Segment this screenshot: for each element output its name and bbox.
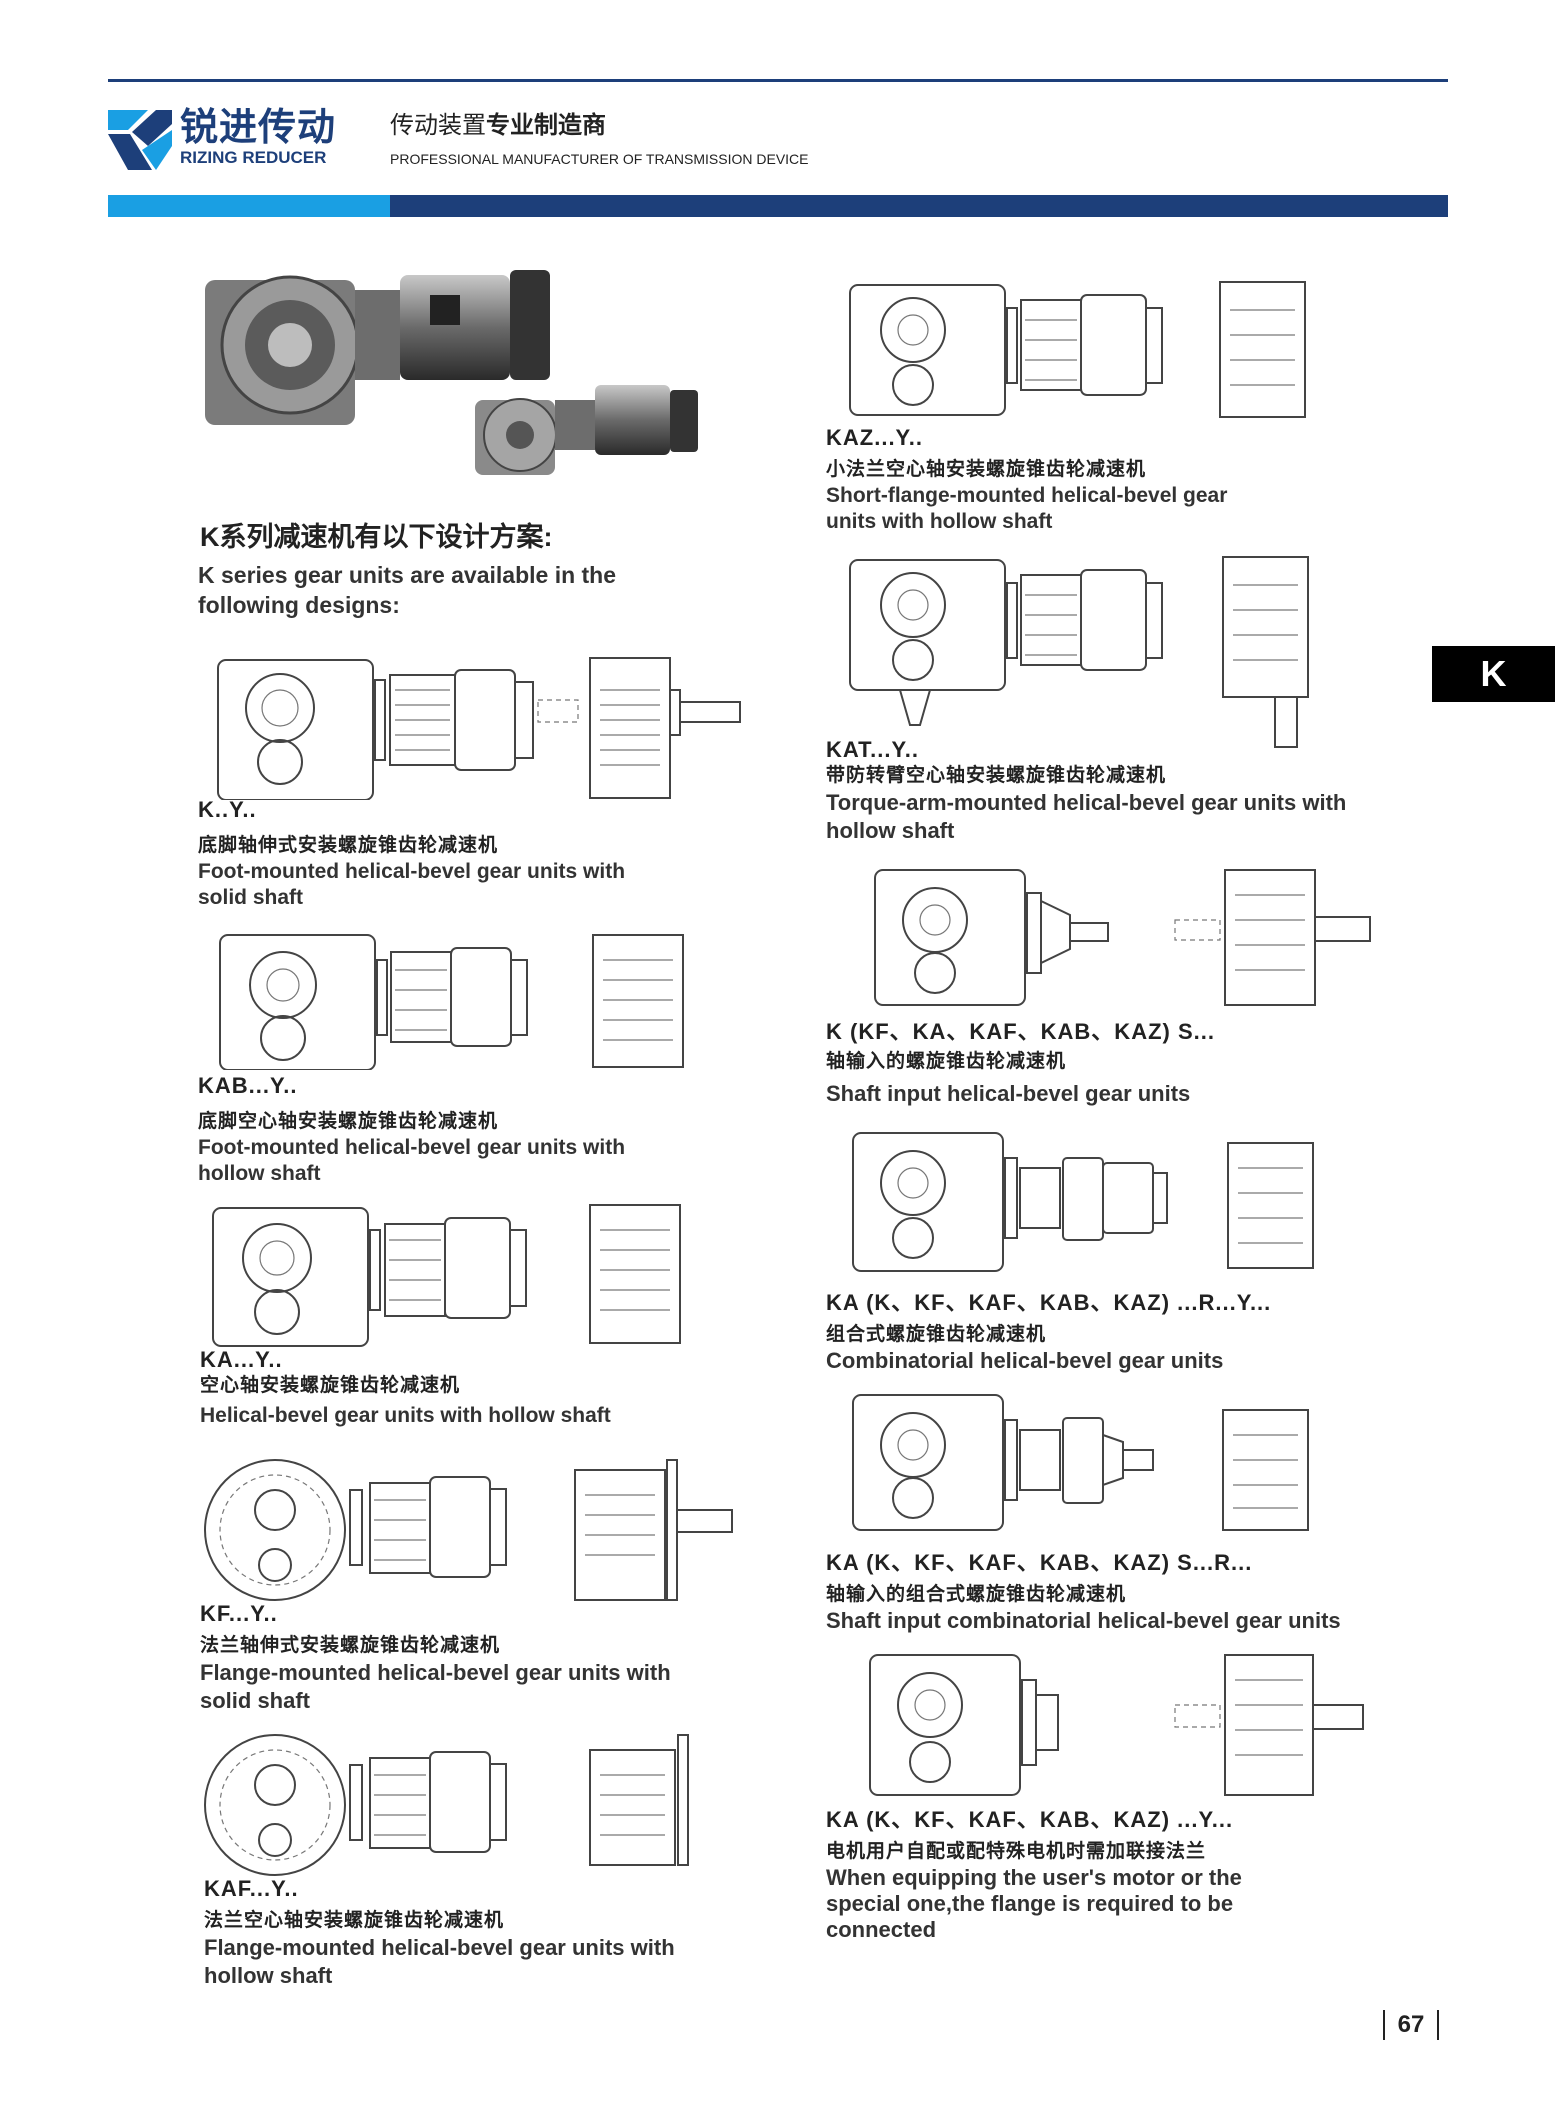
design-en: Flange-mounted helical-bevel gear units … <box>200 1660 671 1713</box>
drawing-kab-y <box>219 934 684 1070</box>
design-ka-r-y: KA (K、KF、KAF、KAB、KAZ) ...R...Y... 组合式螺旋锥… <box>826 1290 1406 1374</box>
design-code: KF...Y.. <box>200 1601 278 1626</box>
design-en: Helical-bevel gear units with hollow sha… <box>200 1404 611 1427</box>
drawing-ka-y <box>212 1204 681 1347</box>
design-code: KA (K、KF、KAF、KAB、KAZ) ...R...Y... <box>826 1290 1272 1315</box>
design-code: KAZ...Y.. <box>826 425 924 450</box>
header-band-dark <box>390 195 1448 217</box>
design-cn: 带防转臂空心轴安装螺旋锥齿轮减速机 <box>826 765 1167 786</box>
design-code: KA...Y.. <box>200 1347 283 1372</box>
drawing-kf-y <box>204 1459 733 1601</box>
drawing-ka-flange <box>869 1654 1364 1796</box>
drawing-kaf-y <box>204 1734 689 1876</box>
rizing-logo-icon <box>108 110 172 170</box>
design-en: Foot-mounted helical-bevel gear units wi… <box>198 1136 626 1185</box>
design-kab-y: KAB...Y.. 底脚空心轴安装螺旋锥齿轮减速机 Foot-mounted h… <box>198 1073 718 1187</box>
slogan-cn: 传动装置专业制造商 <box>390 112 606 139</box>
design-code: KAB...Y.. <box>198 1073 298 1098</box>
drawing-k-y <box>217 657 741 800</box>
page-number: 67 <box>1383 2010 1439 2040</box>
design-ka-y: KA...Y.. 空心轴安装螺旋锥齿轮减速机 Helical-bevel gea… <box>200 1347 720 1429</box>
design-code: K..Y.. <box>198 797 257 822</box>
design-code: KAT...Y.. <box>826 737 919 762</box>
design-cn: 轴输入的螺旋锥齿轮减速机 <box>826 1051 1067 1072</box>
design-en: Shaft input combinatorial helical-bevel … <box>826 1608 1341 1633</box>
design-en: Flange-mounted helical-bevel gear units … <box>204 1935 675 1988</box>
design-k-y: K..Y.. 底脚轴伸式安装螺旋锥齿轮减速机 Foot-mounted heli… <box>198 797 718 911</box>
drawing-ka-r-y <box>852 1132 1314 1272</box>
drawing-ka-s-r <box>852 1394 1309 1531</box>
design-k-s: K (KF、KA、KAF、KAB、KAZ) S... 轴输入的螺旋锥齿轮减速机 … <box>826 1019 1406 1107</box>
design-cn: 空心轴安装螺旋锥齿轮减速机 <box>200 1375 461 1396</box>
design-en: When equipping the user's motor or the s… <box>826 1865 1242 1942</box>
design-code: KAF...Y.. <box>204 1876 299 1901</box>
slogan-en: PROFESSIONAL MANUFACTURER OF TRANSMISSIO… <box>390 151 809 167</box>
product-photo <box>205 270 698 475</box>
design-code: K (KF、KA、KAF、KAB、KAZ) S... <box>826 1019 1215 1044</box>
section-tab-k[interactable]: K <box>1432 646 1555 702</box>
drawing-kat-y <box>849 556 1309 748</box>
design-ka-flange: KA (K、KF、KAF、KAB、KAZ) ...Y... 电机用户自配或配特殊… <box>826 1807 1326 1943</box>
intro-title-en: K series gear units are available in the… <box>198 562 617 618</box>
design-en: Combinatorial helical-bevel gear units <box>826 1348 1224 1373</box>
design-cn: 法兰轴伸式安装螺旋锥齿轮减速机 <box>200 1635 501 1656</box>
intro-title-cn: K系列减速机有以下设计方案: <box>200 522 553 552</box>
design-cn: 组合式螺旋锥齿轮减速机 <box>826 1324 1047 1345</box>
design-code: KA (K、KF、KAF、KAB、KAZ) S...R... <box>826 1550 1253 1575</box>
design-en: Foot-mounted helical-bevel gear units wi… <box>198 860 626 909</box>
design-kf-y: KF...Y.. 法兰轴伸式安装螺旋锥齿轮减速机 Flange-mounted … <box>200 1601 740 1715</box>
design-cn: 底脚空心轴安装螺旋锥齿轮减速机 <box>198 1111 499 1132</box>
design-kaz-y: KAZ...Y.. 小法兰空心轴安装螺旋锥齿轮减速机 Short-flange-… <box>826 425 1386 535</box>
design-ka-s-r: KA (K、KF、KAF、KAB、KAZ) S...R... 轴输入的组合式螺旋… <box>826 1550 1406 1634</box>
design-cn: 电机用户自配或配特殊电机时需加联接法兰 <box>826 1841 1207 1862</box>
brand-name-cn: 锐进传动 <box>180 107 337 149</box>
drawing-kaz-y <box>849 281 1306 418</box>
design-en: Torque-arm-mounted helical-bevel gear un… <box>826 790 1347 843</box>
header-band-light <box>108 195 390 217</box>
design-cn: 底脚轴伸式安装螺旋锥齿轮减速机 <box>198 835 499 856</box>
header-rule <box>108 79 1448 82</box>
design-cn: 小法兰空心轴安装螺旋锥齿轮减速机 <box>826 459 1147 480</box>
design-cn: 轴输入的组合式螺旋锥齿轮减速机 <box>826 1584 1127 1605</box>
design-cn: 法兰空心轴安装螺旋锥齿轮减速机 <box>204 1910 505 1931</box>
drawing-k-s <box>874 869 1371 1006</box>
design-en: Short-flange-mounted helical-bevel gear … <box>826 484 1228 533</box>
design-kat-y: KAT...Y.. 带防转臂空心轴安装螺旋锥齿轮减速机 Torque-arm-m… <box>826 737 1406 845</box>
brand-name-en: RIZING REDUCER <box>180 148 327 167</box>
design-code: KA (K、KF、KAF、KAB、KAZ) ...Y... <box>826 1807 1234 1832</box>
design-en: Shaft input helical-bevel gear units <box>826 1081 1191 1106</box>
design-kaf-y: KAF...Y.. 法兰空心轴安装螺旋锥齿轮减速机 Flange-mounted… <box>204 1876 744 1990</box>
